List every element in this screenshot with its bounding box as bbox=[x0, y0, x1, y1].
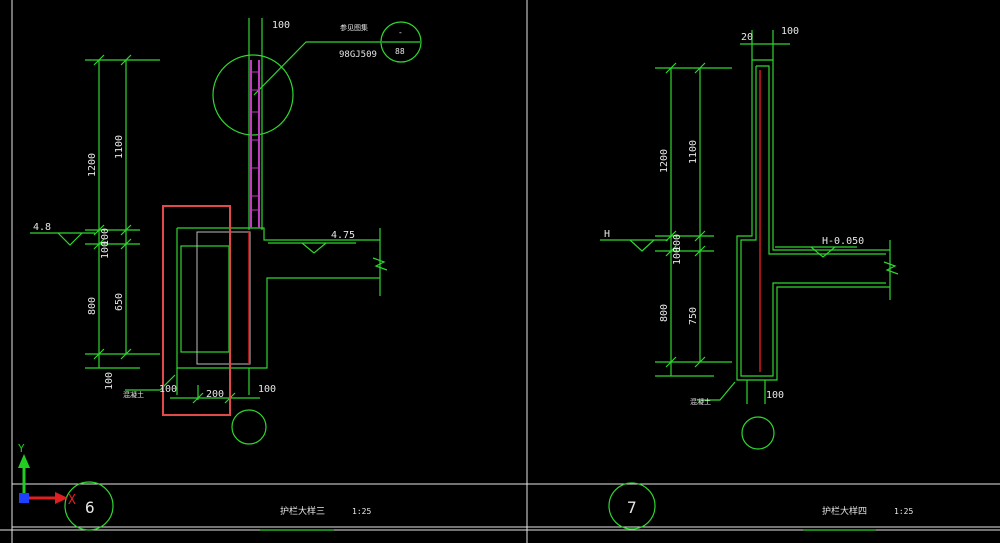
dim-mid-right-a: 100 bbox=[672, 234, 683, 252]
callout-bottom: 88 bbox=[395, 47, 405, 56]
dim-mid-b: 100 bbox=[100, 241, 111, 259]
dim-upper-inner: 1100 bbox=[114, 135, 125, 159]
dim-lower-total-right: 800 bbox=[659, 304, 670, 322]
dim-lower-total: 800 bbox=[87, 297, 98, 315]
dim-upper-total: 1200 bbox=[87, 153, 98, 177]
callout-ref: 参见图集 bbox=[340, 23, 368, 32]
detail-left-number: 6 bbox=[85, 498, 95, 517]
level-right: 4.75 bbox=[331, 230, 355, 241]
note-right: 混凝土 bbox=[690, 397, 711, 406]
dim-upper-inner-right: 1100 bbox=[688, 140, 699, 164]
dim-base-right: 100 bbox=[258, 384, 276, 395]
detail-right-number: 7 bbox=[627, 498, 637, 517]
axis-x-label: X bbox=[68, 493, 76, 508]
dim-base-left: 100 bbox=[159, 384, 177, 395]
dim-top-b: 100 bbox=[781, 26, 799, 37]
level-left: 4.8 bbox=[33, 222, 51, 233]
selection-box[interactable] bbox=[162, 205, 231, 416]
callout-code: 98GJ509 bbox=[339, 50, 377, 60]
dim-mid-right-b: 100 bbox=[672, 247, 683, 265]
detail-right: 20 100 1200 1100 100 100 800 750 100 H H… bbox=[600, 26, 913, 531]
detail-left: 100 1200 1100 100 100 800 650 100 100 20… bbox=[30, 18, 422, 531]
dim-upper-total-right: 1200 bbox=[659, 149, 670, 173]
note-left: 混凝土 bbox=[123, 390, 144, 399]
dim-base-width: 200 bbox=[206, 389, 224, 400]
dim-mid-a: 100 bbox=[100, 228, 111, 246]
dim-lower-inner: 650 bbox=[114, 293, 125, 311]
detail-right-scale: 1:25 bbox=[894, 507, 913, 516]
dim-top-a: 20 bbox=[741, 32, 753, 43]
detail-left-title: 护栏大样三 bbox=[280, 505, 325, 517]
level-right-right: H-0.050 bbox=[822, 236, 864, 247]
dim-top-width: 100 bbox=[272, 20, 290, 31]
dim-bottom: 100 bbox=[104, 372, 115, 390]
dim-bottom-right: 100 bbox=[766, 390, 784, 401]
detail-right-title: 护栏大样四 bbox=[822, 505, 867, 517]
dim-lower-inner-right: 750 bbox=[688, 307, 699, 325]
detail-left-scale: 1:25 bbox=[352, 507, 371, 516]
ucs-axis-icon: Y X bbox=[18, 442, 76, 508]
level-left-right: H bbox=[604, 229, 610, 240]
callout-top: - bbox=[398, 28, 403, 37]
axis-y-label: Y bbox=[18, 442, 25, 455]
